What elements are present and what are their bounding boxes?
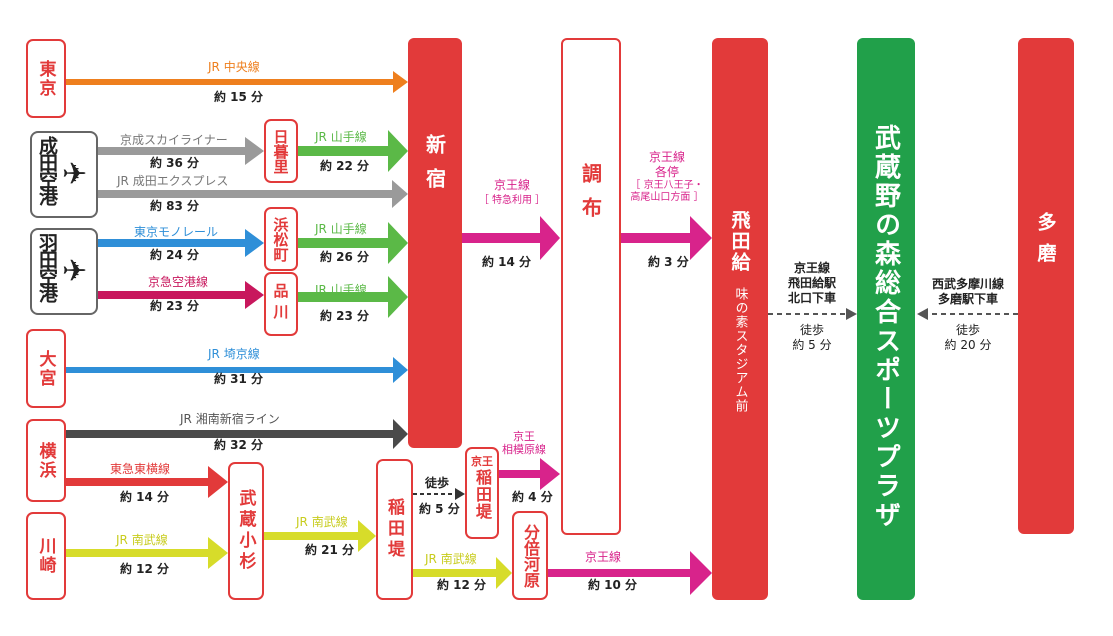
arrow-omiya-saikyo xyxy=(65,357,408,383)
label-tama-walk: 徒歩 約 20 分 xyxy=(944,323,992,352)
time-keio-chofu: 約 3 分 xyxy=(648,255,689,269)
time-chuo: 約 15 分 xyxy=(214,90,264,104)
arrow-narita-nex xyxy=(97,180,408,208)
time-narita-yamanote: 約 22 分 xyxy=(320,159,370,173)
airplane-icon: ✈ xyxy=(62,254,88,289)
label-toyoko: 東急東横線 xyxy=(110,462,171,476)
label-keio-bubai: 京王線 xyxy=(585,550,622,564)
transfer-keio-inadazutsumi: 京王 稲田堤 xyxy=(465,447,499,539)
time-keio-shinjuku: 約 14 分 xyxy=(482,255,532,269)
arrow-inada-bubai xyxy=(412,557,512,589)
label-keikyu: 京急空港線 xyxy=(148,275,209,289)
transfer-musashikosugi: 武蔵小杉 xyxy=(228,462,264,600)
label-tobita-walk: 徒歩 約 5 分 xyxy=(792,323,832,352)
transfer-bubaigawara: 分倍河原 xyxy=(512,511,548,600)
airplane-icon: ✈ xyxy=(62,157,88,192)
time-nambu-kawasaki: 約 12 分 xyxy=(120,562,170,576)
arrow-haneda-monorail xyxy=(97,229,264,257)
label-saikyo: JR 埼京線 xyxy=(208,347,260,361)
arrow-bubai-tobitakyu xyxy=(548,551,712,595)
transfer-hamamatsucho: 浜松町 xyxy=(264,207,298,271)
time-monorail: 約 24 分 xyxy=(150,248,200,262)
label-chuo-line: JR 中央線 xyxy=(208,60,260,74)
arrow-hamamatsucho-shinjuku xyxy=(297,222,408,264)
label-narita-yamanote: JR 山手線 xyxy=(315,130,367,144)
arrow-sagamihara-chofu xyxy=(498,458,560,490)
time-hama-yamanote: 約 26 分 xyxy=(320,250,370,264)
origin-haneda: 羽田空港 ✈ xyxy=(30,228,98,315)
label-tobita-access: 京王線 飛田給駅 北口下車 xyxy=(787,261,836,305)
label-nambu-inada: JR 南武線 xyxy=(425,552,477,566)
origin-narita-label: 成田空港 xyxy=(36,136,58,204)
transfer-shinagawa: 品川 xyxy=(264,272,298,336)
label-sagamihara: 京王 相模原線 xyxy=(502,430,546,456)
time-sagamihara: 約 4 分 xyxy=(512,490,553,504)
origin-tokyo: 東京 xyxy=(26,39,66,118)
time-keio-bubai: 約 10 分 xyxy=(588,578,638,592)
hub-tobitakyu: 飛田給 味の素スタジアム前 xyxy=(712,38,768,600)
time-nex: 約 83 分 xyxy=(150,199,200,213)
origin-yokohama: 横浜 xyxy=(26,419,66,502)
arrow-kawasaki-nambu xyxy=(65,537,228,569)
time-shina-yamanote: 約 23 分 xyxy=(320,309,370,323)
origin-haneda-label: 羽田空港 xyxy=(36,233,58,301)
label-hama-yamanote: JR 山手線 xyxy=(315,222,367,236)
arrow-shinagawa-shinjuku xyxy=(297,276,408,318)
label-nambu-kawasaki: JR 南武線 xyxy=(116,533,168,547)
label-shina-yamanote: JR 山手線 xyxy=(315,283,367,297)
arrow-narita-skyliner xyxy=(97,137,264,165)
time-nambu-inada: 約 12 分 xyxy=(437,578,487,592)
arrow-shinjuku-chofu xyxy=(462,216,560,260)
hub-chofu: 調布 xyxy=(561,38,621,535)
time-toyoko: 約 14 分 xyxy=(120,490,170,504)
origin-omiya: 大宮 xyxy=(26,329,66,408)
label-tama-access: 西武多摩川線 多磨駅下車 xyxy=(931,277,1004,306)
label-keio-shinjuku: 京王線 ［ 特急利用 ］ xyxy=(478,178,546,206)
label-nex: JR 成田エクスプレス xyxy=(117,174,229,188)
time-walk-inada: 約 5 分 xyxy=(419,502,460,516)
arrow-yokohama-shonan xyxy=(65,419,408,449)
arrow-yokohama-toyoko xyxy=(65,466,228,498)
destination-sports-plaza: 武蔵野の森総合スポーツプラザ xyxy=(857,38,915,600)
hub-shinjuku: 新宿 xyxy=(408,38,462,448)
origin-kawasaki: 川崎 xyxy=(26,512,66,600)
label-keio-chofu: 京王線 各停 ［ 京王八王子・ 高尾山口方面 ］ xyxy=(630,150,704,203)
arrow-haneda-keikyu xyxy=(97,281,264,309)
time-nambu-kosugi: 約 21 分 xyxy=(305,543,355,557)
label-walk-inada: 徒歩 xyxy=(425,476,450,490)
time-skyliner: 約 36 分 xyxy=(150,156,200,170)
origin-narita: 成田空港 ✈ xyxy=(30,131,98,218)
label-skyliner: 京成スカイライナー xyxy=(120,133,228,147)
transfer-nippori: 日暮里 xyxy=(264,119,298,183)
arrow-nippori-shinjuku xyxy=(297,130,408,172)
time-shonan: 約 32 分 xyxy=(214,438,264,452)
label-monorail: 東京モノレール xyxy=(134,225,219,239)
arrow-tokyo-chuo xyxy=(65,71,408,93)
hub-tama: 多磨 xyxy=(1018,38,1074,534)
time-keikyu: 約 23 分 xyxy=(150,299,200,313)
time-saikyo: 約 31 分 xyxy=(214,372,264,386)
arrow-chofu-tobitakyu xyxy=(620,216,712,260)
arrow-kosugi-inada xyxy=(264,520,376,552)
label-nambu-kosugi: JR 南武線 xyxy=(296,515,348,529)
label-shonan: JR 湘南新宿ライン xyxy=(180,412,280,426)
transfer-inadazutsumi: 稲田堤 xyxy=(376,459,413,600)
